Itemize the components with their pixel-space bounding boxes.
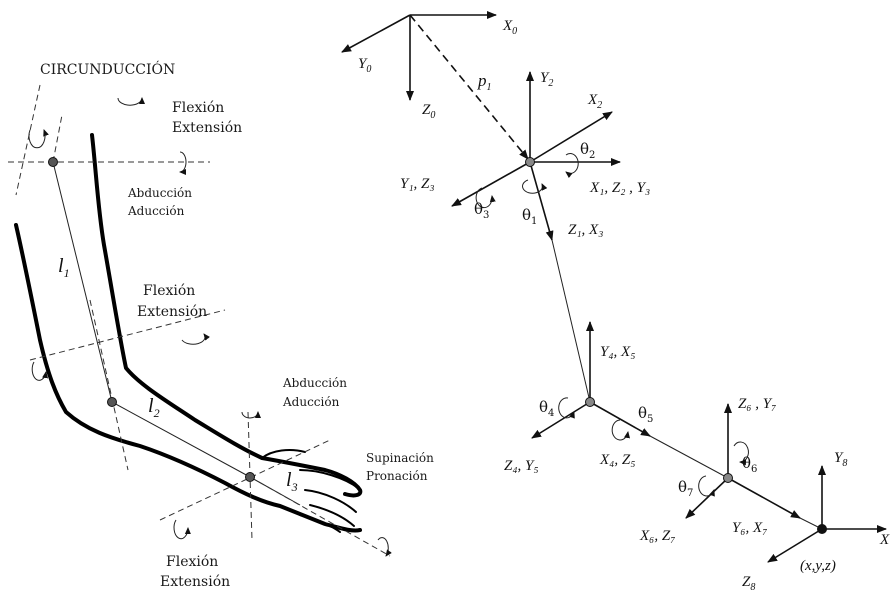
y8-label: Y8	[834, 450, 847, 469]
hand-segment	[249, 476, 301, 506]
shoulder-extension-label: Extensión	[172, 120, 242, 136]
y4-x5-label: Y₄, X₅	[600, 344, 635, 360]
frame-4-joint	[585, 397, 595, 407]
circumduction-label: CIRCUNDUCCIÓN	[40, 60, 175, 78]
elbow-joint	[107, 397, 117, 407]
z0-label: Z0	[422, 102, 435, 121]
wrist-flexion-label: Flexión	[166, 554, 218, 570]
end-effector-coords-label: (x,y,z)	[800, 558, 836, 574]
z6-y7-label: Z₆ , Y₇	[738, 396, 776, 412]
frame-6-joint	[723, 473, 733, 483]
wrist-joint	[245, 472, 255, 482]
shoulder-joint	[48, 157, 58, 167]
pronation-label: Pronación	[366, 469, 428, 483]
y1-z3-label: Y₁, Z₃	[400, 176, 435, 192]
theta4-label: θ4	[539, 398, 554, 419]
y6-x7-label: Y₆, X₇	[732, 520, 767, 536]
z8-label: Z8	[742, 574, 755, 593]
theta2-label: θ2	[580, 140, 595, 161]
x8-label: X	[879, 532, 890, 548]
shoulder-adduction-label: Aducción	[127, 204, 185, 218]
theta3-label: θ3	[474, 200, 489, 221]
hand-fingers	[261, 449, 359, 533]
frame-1-joint	[525, 157, 535, 167]
z1-x3-label: Z₁, X₃	[568, 222, 603, 238]
elbow-extension-label: Extensión	[137, 304, 207, 320]
x0-label: X0	[502, 18, 517, 37]
wrist-adduction-label: Aducción	[282, 395, 340, 409]
shoulder-abduction-label: Abducción	[127, 186, 192, 200]
l2-label: l2	[148, 395, 160, 420]
x1-z2-y3-label: X₁, Z₂ , Y₃	[589, 180, 650, 196]
upper-arm-segment	[52, 161, 113, 403]
theta6-label: θ6	[742, 454, 757, 475]
rotation-arrow-icon	[28, 97, 392, 557]
y2-label: Y2	[540, 70, 553, 89]
l3-label: l3	[286, 469, 298, 494]
supination-label: Supinación	[366, 451, 434, 465]
p1-label: p1	[477, 71, 492, 93]
elbow-flexion-label: Flexión	[143, 283, 195, 299]
theta7-label: θ7	[678, 478, 693, 499]
x2-label: X2	[587, 92, 602, 111]
theta1-label: θ1	[522, 206, 537, 227]
wrist-extension-label: Extensión	[160, 574, 230, 590]
end-effector-point	[817, 524, 827, 534]
kinematic-chain: X0 Y0 Z0 p1 Y2 X2 θ2 X₁, Z₂ , Y₃ Y₁, Z₃ …	[341, 11, 890, 593]
y0-label: Y0	[358, 56, 371, 75]
arm-outline-upper	[90, 133, 363, 498]
shoulder-flexion-label: Flexión	[172, 100, 224, 116]
x6-z7-label: X₆, Z₇	[639, 528, 675, 544]
z4-y5-label: Z₄, Y₅	[504, 458, 539, 474]
x4-z5-label: X₄, Z₅	[599, 452, 635, 468]
wrist-abduction-label: Abducción	[282, 376, 347, 390]
l1-label: l1	[58, 255, 70, 280]
arm-drawing: CIRCUNDUCCIÓN Flexión Extensión Abducció…	[8, 60, 434, 590]
forearm-segment	[111, 401, 251, 478]
theta5-label: θ5	[638, 404, 653, 425]
